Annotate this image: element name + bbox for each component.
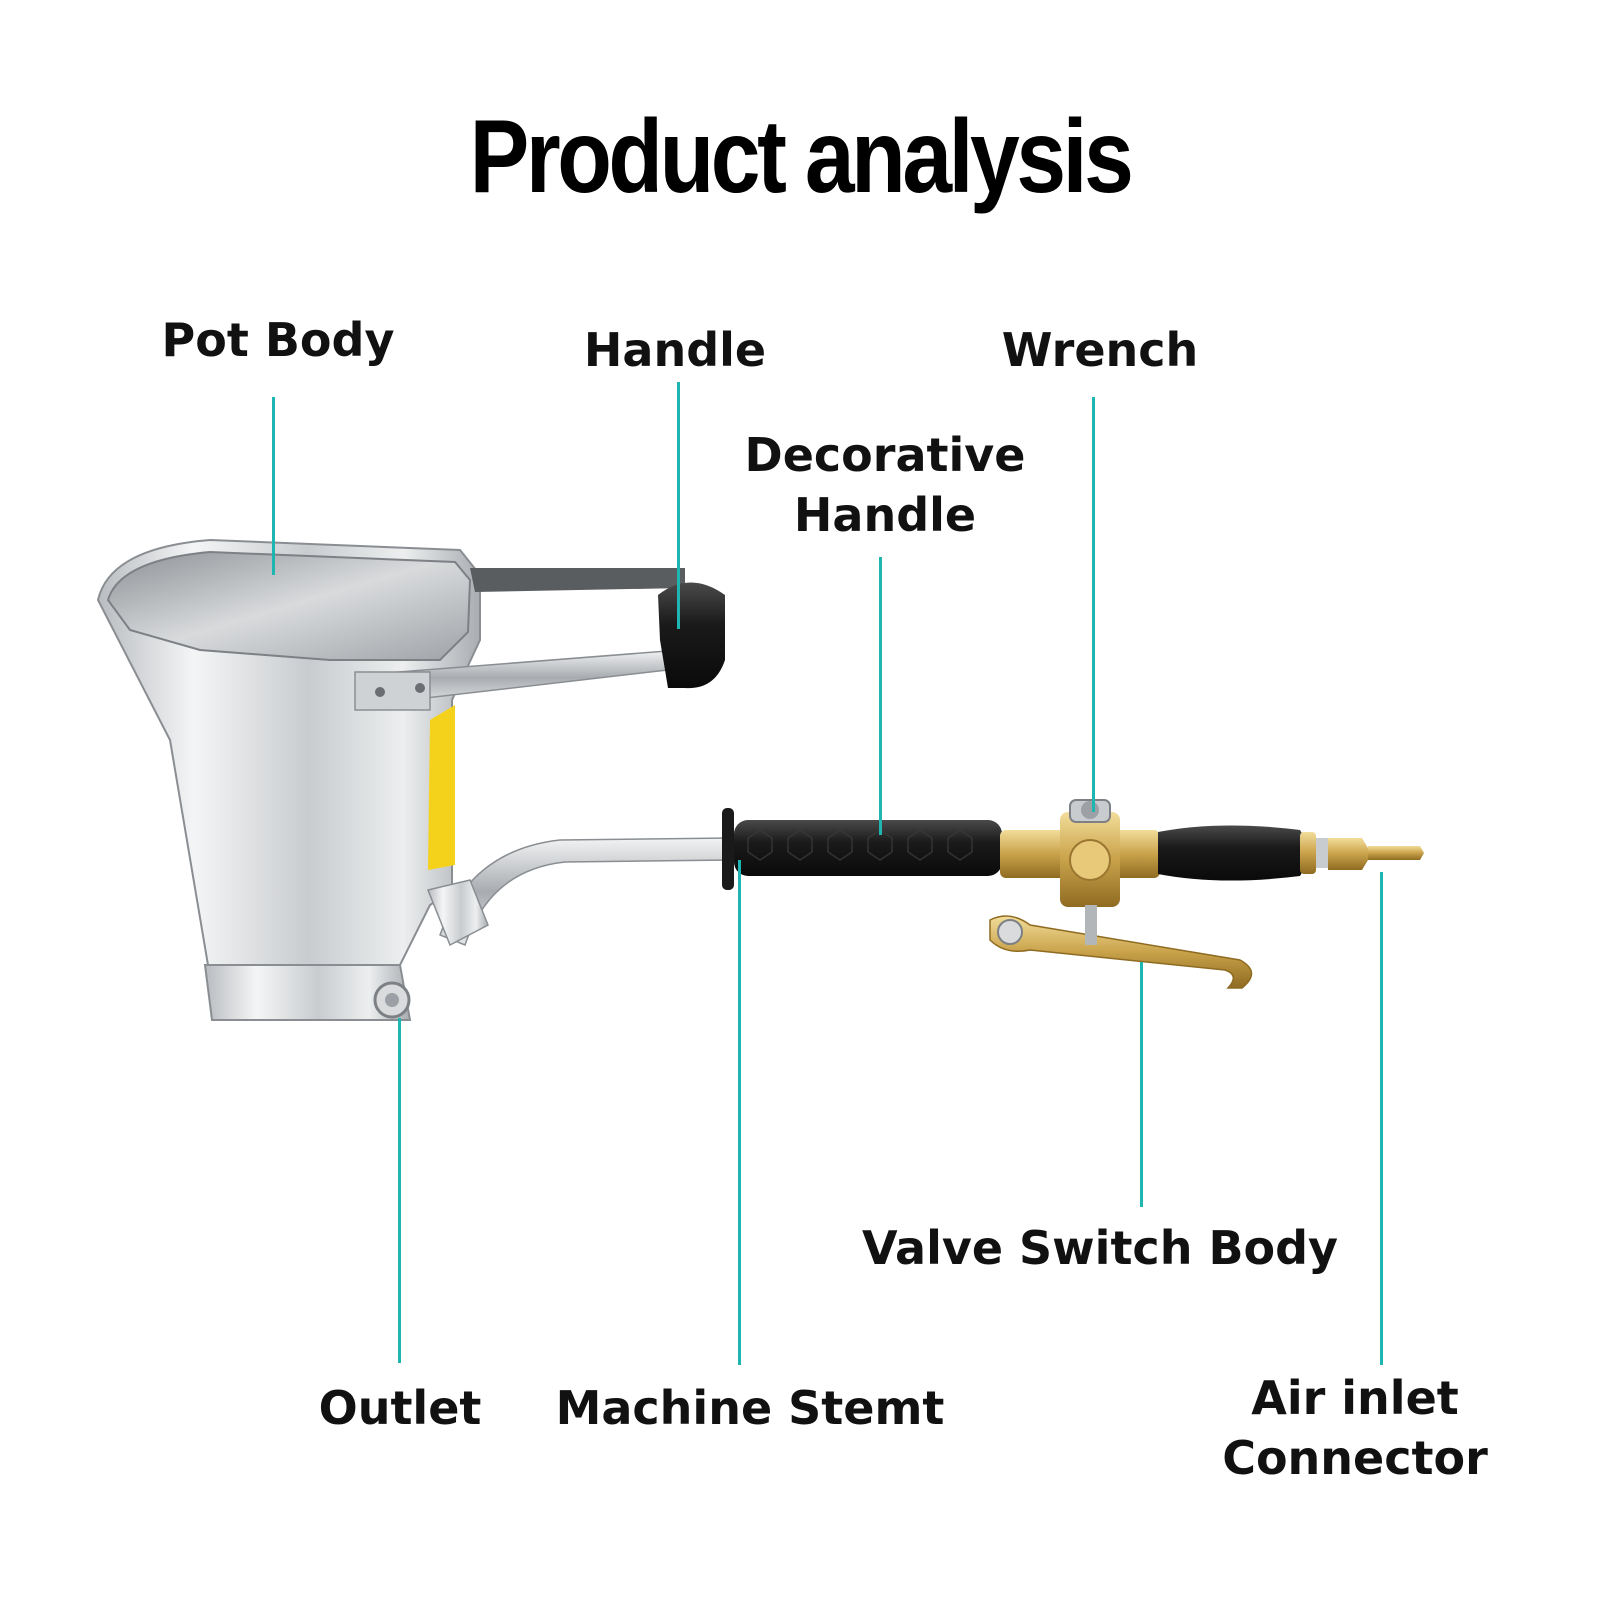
leader-air-inlet <box>1380 872 1383 1365</box>
leader-decorative-handle <box>879 557 882 835</box>
label-handle: Handle <box>583 323 767 377</box>
label-machine-stemt: Machine Stemt <box>555 1381 945 1435</box>
leader-wrench <box>1092 397 1095 812</box>
leader-outlet <box>398 1018 401 1363</box>
label-decorative-handle-line2: Handle <box>793 488 977 542</box>
label-valve-switch-body: Valve Switch Body <box>861 1221 1339 1275</box>
label-air-inlet-line1: Air inlet <box>1251 1371 1459 1425</box>
label-wrench: Wrench <box>1001 323 1199 377</box>
leader-machine-stemt <box>738 860 741 1365</box>
label-air-inlet-line2: Connector <box>1222 1431 1488 1485</box>
label-pot-body: Pot Body <box>161 313 395 367</box>
page-title: Product analysis <box>469 99 1134 215</box>
leader-handle <box>677 382 680 629</box>
label-decorative-handle-line1: Decorative <box>744 428 1026 482</box>
leader-valve-switch-body <box>1140 962 1143 1207</box>
leader-pot-body <box>272 397 275 575</box>
label-outlet: Outlet <box>318 1381 482 1435</box>
